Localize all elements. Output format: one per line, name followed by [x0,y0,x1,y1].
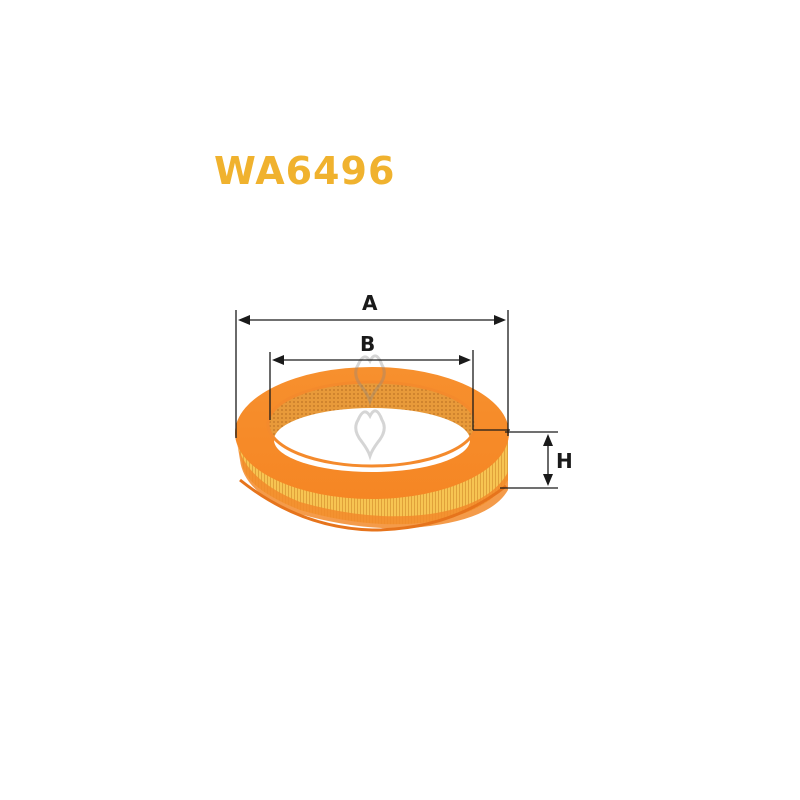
dimension-h [500,431,558,489]
dimension-b [269,350,510,431]
dimension-label-b: B [360,332,376,356]
dimension-label-a: A [362,291,378,315]
dimension-a [235,310,509,438]
wolf-head-icon [354,354,386,461]
dimension-label-h: H [556,449,573,473]
product-code-title: WA6496 [214,149,396,193]
air-filter-image [235,367,509,532]
